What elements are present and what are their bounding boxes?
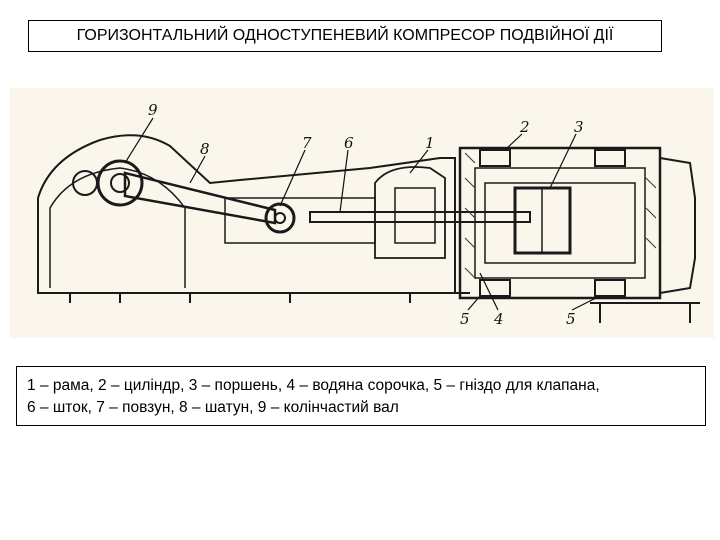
leader-2 bbox=[504, 133, 523, 151]
compressor-svg: 9 8 7 6 1 2 3 4 5 5 bbox=[37, 101, 700, 328]
piston-rod-shape bbox=[309, 211, 531, 223]
label-valve-seat-right: 5 bbox=[566, 310, 576, 328]
leader-6 bbox=[339, 149, 349, 213]
valve-bottom-left bbox=[479, 279, 511, 297]
valve-bottom-right bbox=[594, 279, 626, 297]
caption-line-1: 1 – рама, 2 – циліндр, 3 – поршень, 4 – … bbox=[27, 377, 600, 394]
crankcase bbox=[49, 167, 186, 288]
label-valve-seat-left: 5 bbox=[460, 310, 470, 328]
legend-caption: 1 – рама, 2 – циліндр, 3 – поршень, 4 – … bbox=[16, 366, 706, 426]
valve-top-right bbox=[594, 149, 626, 167]
leader-7 bbox=[279, 149, 306, 207]
leader-3 bbox=[549, 133, 577, 189]
oil-cap bbox=[72, 170, 98, 196]
cylinder-shape bbox=[458, 146, 662, 300]
leader-1 bbox=[409, 149, 429, 174]
label-rod: 6 bbox=[344, 134, 354, 152]
label-frame: 1 bbox=[425, 134, 435, 152]
label-cylinder: 2 bbox=[519, 118, 530, 136]
crosshead bbox=[264, 202, 296, 234]
label-water-jacket: 4 bbox=[493, 310, 504, 328]
label-connecting-rod: 8 bbox=[200, 140, 210, 158]
leader-9 bbox=[124, 117, 154, 164]
valve-top-left bbox=[479, 149, 511, 167]
leader-8 bbox=[189, 155, 206, 184]
label-crosshead: 7 bbox=[302, 134, 312, 152]
crankshaft-disc bbox=[96, 159, 144, 207]
leader-5-left bbox=[467, 295, 481, 311]
compressor-drawing: 9 8 7 6 1 2 3 4 5 5 bbox=[10, 88, 714, 338]
diagram-title: ГОРИЗОНТАЛЬНИЙ ОДНОСТУПЕНЕВИЙ КОМПРЕСОР … bbox=[28, 20, 662, 52]
leader-4 bbox=[479, 272, 499, 311]
label-crankshaft: 9 bbox=[148, 101, 158, 119]
caption-line-2: 6 – шток, 7 – повзун, 8 – шатун, 9 – кол… bbox=[27, 399, 399, 416]
frame-outline bbox=[37, 134, 456, 294]
crosshead-guide bbox=[224, 197, 376, 244]
label-piston: 3 bbox=[574, 118, 584, 136]
leader-5-right bbox=[571, 295, 601, 311]
